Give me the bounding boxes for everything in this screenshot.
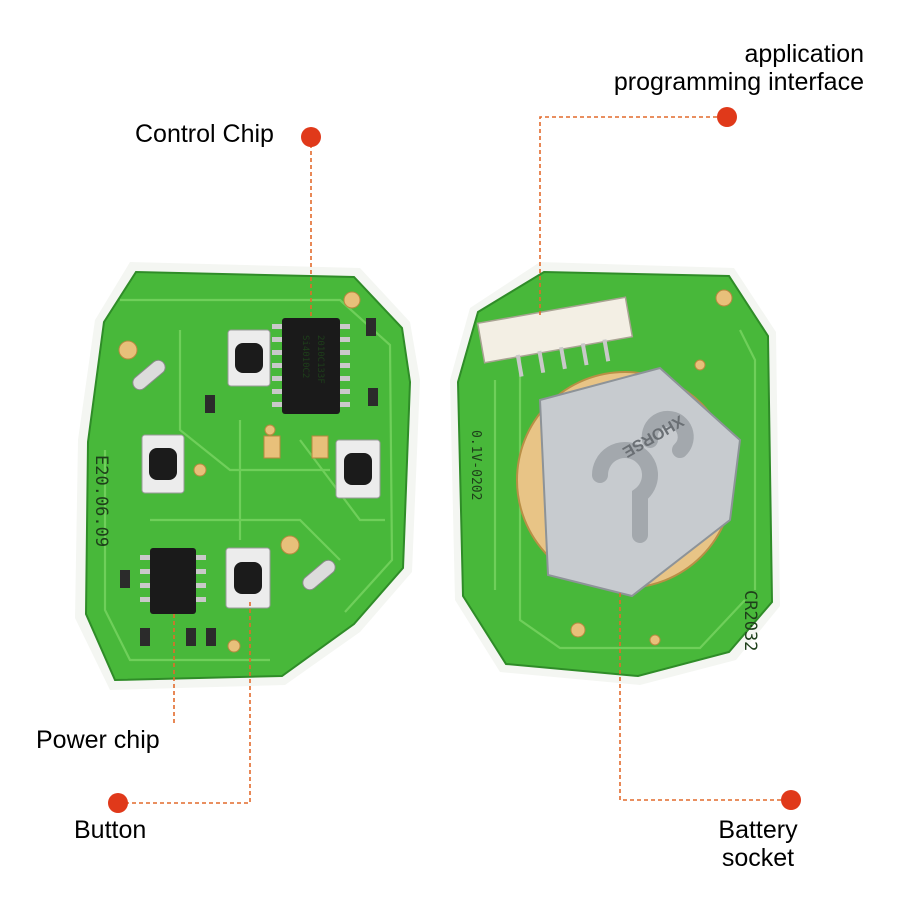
callout-dot-battery [781, 790, 801, 810]
callout-dot-control-chip [301, 127, 321, 147]
board-date-marking: E20.06.09 [91, 455, 111, 547]
leader-button [118, 600, 251, 804]
tactile-button-bottom [225, 547, 271, 609]
label-battery-line2: socket [721, 844, 795, 872]
power-chip-component [140, 548, 206, 614]
label-battery-socket: Battery socket [700, 816, 816, 872]
right-pcb-board: XHORSE 0.1V-0202 CR2032 [450, 262, 780, 685]
api-connector-component [476, 296, 634, 377]
tactile-button-left [141, 434, 185, 494]
label-api-line1: application [744, 40, 864, 68]
control-chip-component: Si4010C2 2010C133F [272, 318, 350, 414]
tactile-button-top [227, 329, 271, 387]
label-battery-line1: Battery [718, 816, 798, 844]
chip-main-marking: Si4010C2 [300, 335, 310, 378]
label-control-chip: Control Chip [135, 120, 274, 148]
left-pcb-board: Si4010C2 2010C133F [75, 262, 420, 690]
leader-api [539, 116, 724, 315]
board-version-marking: 0.1V-0202 [468, 430, 483, 500]
label-button: Button [74, 816, 147, 844]
callout-dot-api [717, 107, 737, 127]
tactile-button-right [335, 439, 381, 499]
chip-code-marking: 2010C133F [315, 335, 325, 384]
battery-model-marking: CR2032 [740, 590, 760, 651]
battery-socket-component: XHORSE [516, 366, 742, 598]
label-api: application programming interface [580, 40, 864, 96]
label-power-chip: Power chip [36, 726, 160, 754]
leader-battery [619, 590, 788, 801]
label-api-line2: programming interface [613, 68, 864, 96]
callout-dot-button [108, 793, 128, 813]
